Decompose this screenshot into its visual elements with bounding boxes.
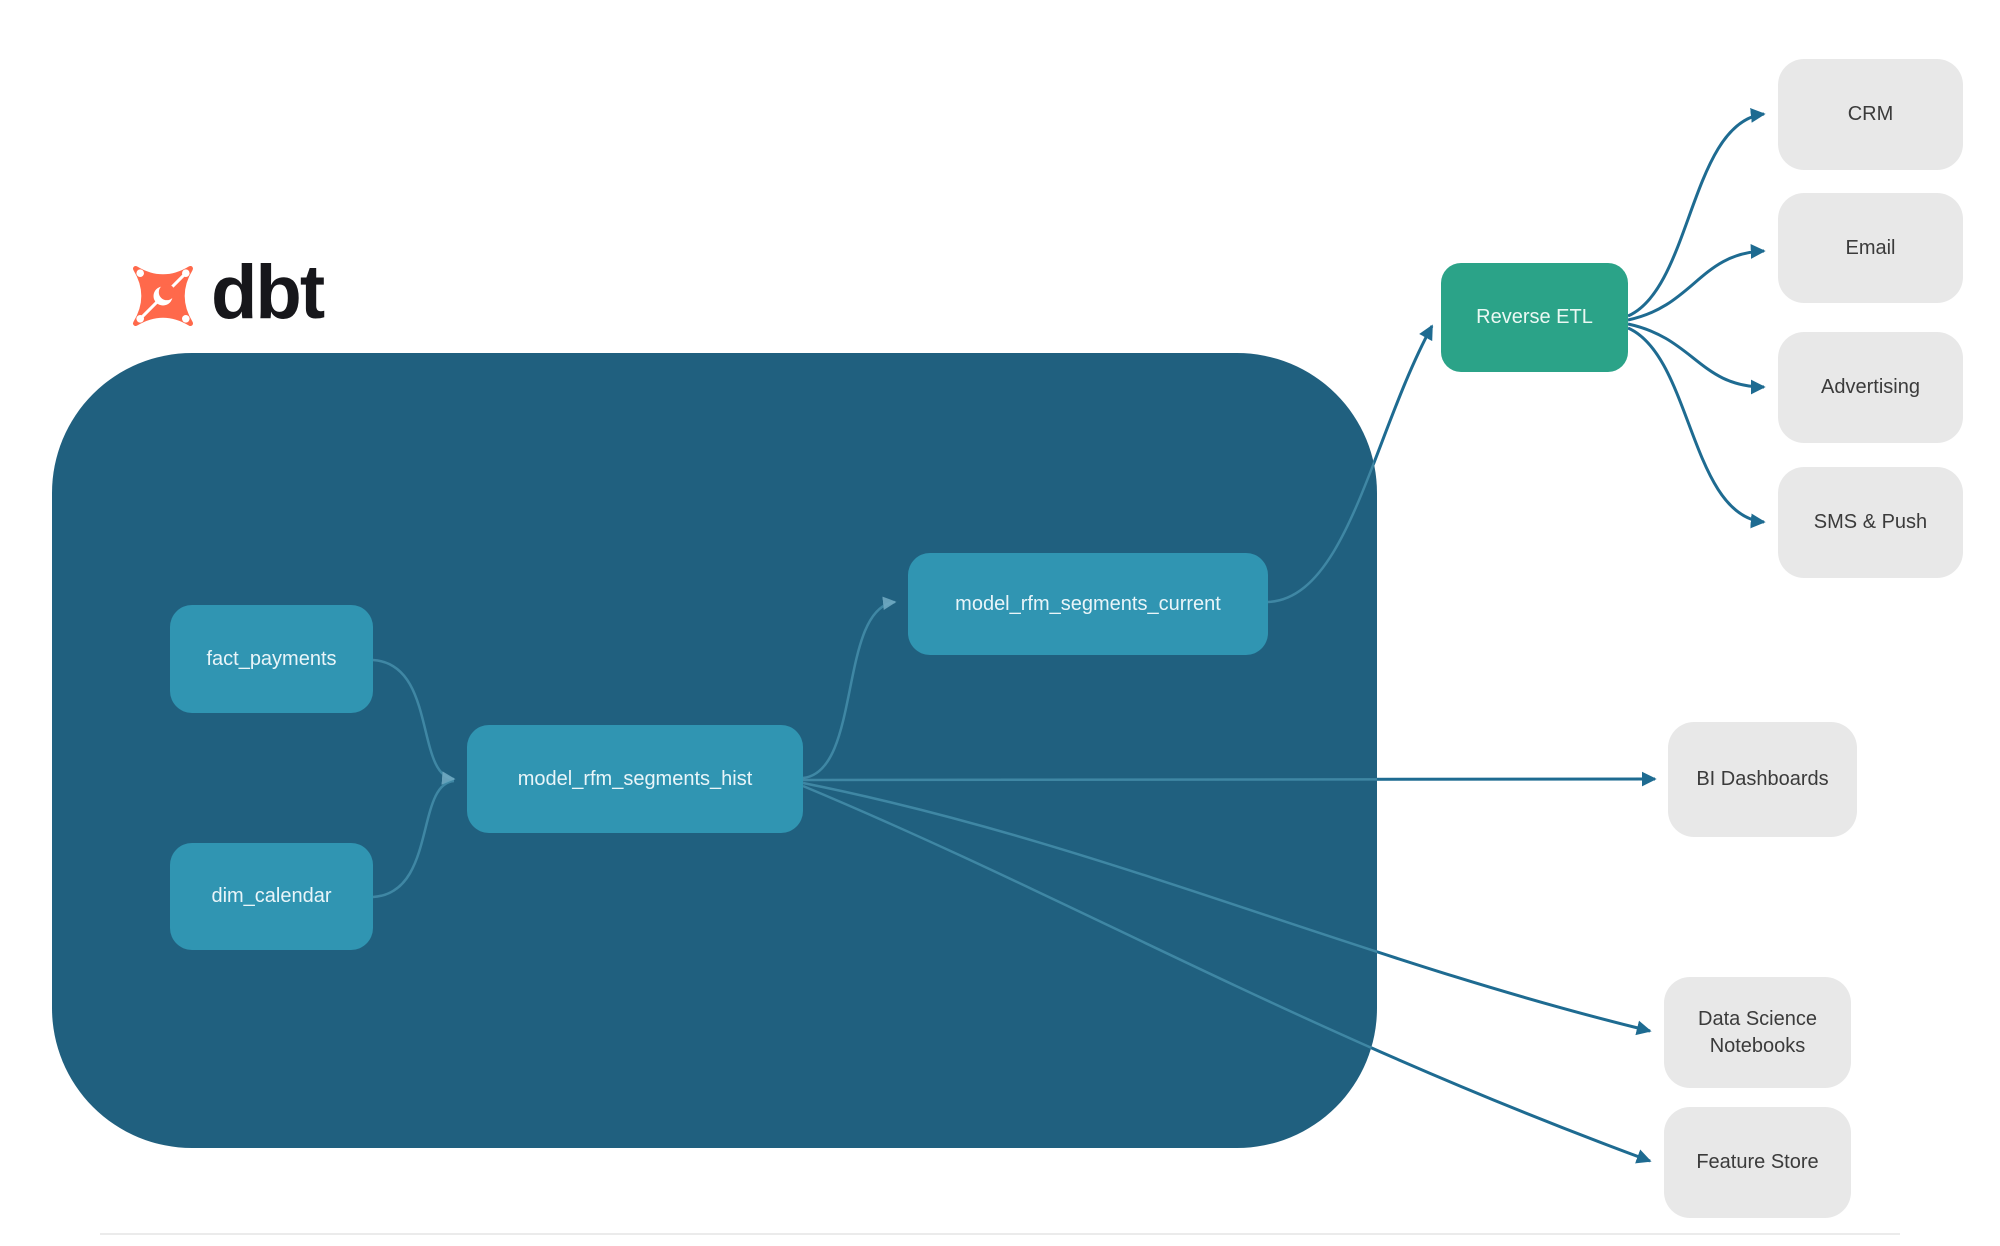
node-crm: CRM	[1778, 59, 1963, 170]
node-label: fact_payments	[206, 647, 337, 670]
node-sms-push: SMS & Push	[1778, 467, 1963, 578]
node-feature-store: Feature Store	[1664, 1107, 1851, 1218]
edge-fact-payments-to-hist	[372, 658, 456, 785]
edge-reverse-etl-to-sms-push	[1627, 326, 1766, 529]
node-fact-payments: fact_payments	[170, 605, 373, 713]
edge-hist-to-feature-store	[802, 784, 1652, 1164]
edge-hist-to-data-science-notebooks	[802, 781, 1652, 1036]
node-advertising: Advertising	[1778, 332, 1963, 443]
node-bi-dashboards: BI Dashboards	[1668, 722, 1857, 837]
edge-reverse-etl-to-advertising	[1627, 322, 1766, 395]
node-label: model_rfm_segments_current	[955, 592, 1221, 615]
edge-reverse-etl-to-crm	[1627, 108, 1766, 318]
node-email: Email	[1778, 193, 1963, 303]
node-label: Advertising	[1821, 376, 1920, 398]
node-label: dim_calendar	[211, 885, 332, 907]
node-label: Feature Store	[1696, 1151, 1819, 1173]
node-model-rfm-segments-hist: model_rfm_segments_hist	[467, 725, 803, 833]
brand-name: dbt	[211, 250, 325, 335]
node-reverse-etl: Reverse ETL	[1441, 263, 1628, 372]
edge-current-to-reverse-etl	[1267, 324, 1434, 604]
node-label: Email	[1845, 236, 1896, 259]
dbt-logo: dbt	[125, 250, 325, 337]
edge-hist-to-bi-dashboards	[802, 771, 1657, 787]
edge-reverse-etl-to-email	[1627, 244, 1766, 322]
dbt-logo-icon	[132, 265, 194, 327]
node-label: Data Science Notebooks	[1698, 1007, 1817, 1057]
node-dim-calendar: dim_calendar	[170, 843, 373, 950]
node-label: SMS & Push	[1813, 511, 1928, 533]
node-label: BI Dashboards	[1696, 768, 1829, 790]
edge-dim-calendar-to-hist	[372, 779, 455, 899]
node-label: Reverse ETL	[1476, 306, 1593, 328]
edge-hist-to-current	[802, 596, 897, 780]
bottom-divider	[100, 1233, 1900, 1235]
node-label: model_rfm_segments_hist	[517, 767, 753, 790]
node-label: CRM	[1847, 103, 1894, 125]
node-model-rfm-segments-current: model_rfm_segments_current	[908, 553, 1268, 655]
node-data-science-notebooks: Data Science Notebooks	[1664, 977, 1851, 1088]
